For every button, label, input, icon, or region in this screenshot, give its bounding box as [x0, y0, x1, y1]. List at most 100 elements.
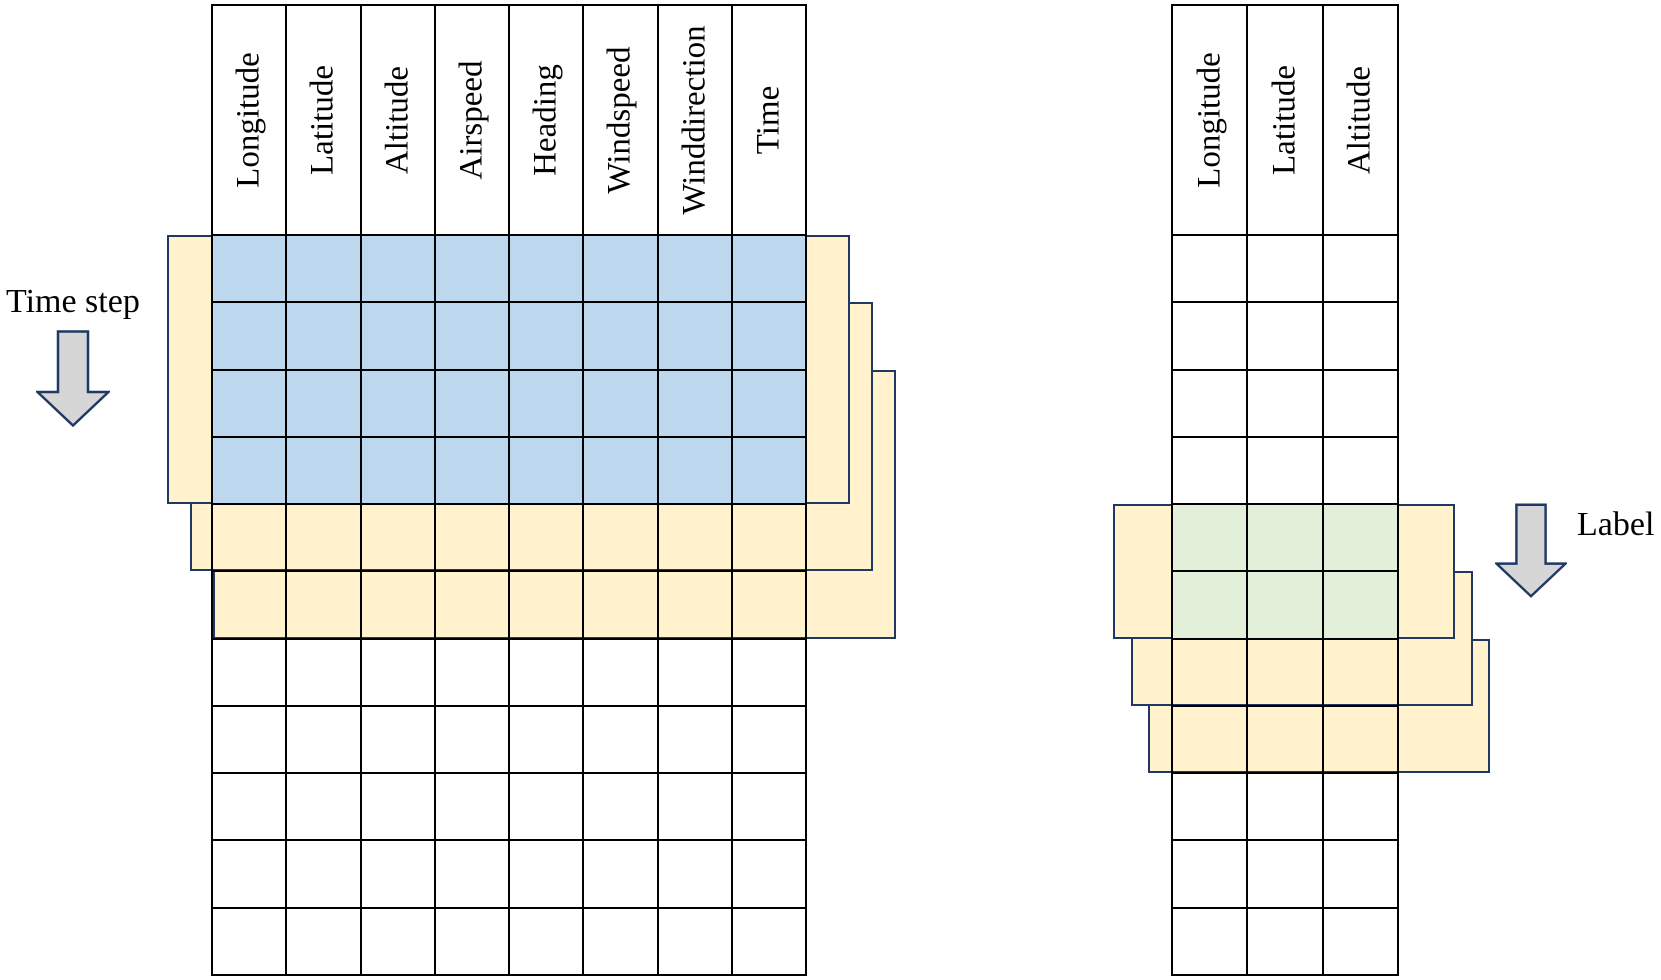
table-cell-plain	[583, 840, 658, 908]
table-cell-input	[434, 369, 509, 437]
table-cell-input	[212, 235, 287, 303]
table-cell-label	[1322, 571, 1398, 639]
table-cell-input	[434, 436, 509, 505]
column-header-longitude: Longitude	[212, 5, 287, 235]
table-cell-frame	[1172, 638, 1248, 706]
table-cell-frame	[1322, 638, 1398, 706]
table-cell-frame	[286, 571, 361, 639]
table-cell-plain	[1172, 436, 1248, 505]
table-cell-plain	[509, 705, 584, 774]
table-cell-frame	[731, 571, 806, 639]
table-cell-input	[583, 235, 658, 303]
table-cell-plain	[657, 840, 732, 908]
table-cell-plain	[1322, 773, 1398, 841]
column-header-airspeed: Airspeed	[434, 5, 509, 235]
table-cell-label	[1172, 571, 1248, 639]
table-cell-plain	[1322, 840, 1398, 908]
column-header-altitude: Altitude	[360, 5, 435, 235]
table-cell-frame	[434, 504, 509, 572]
table-cell-plain	[1247, 235, 1323, 303]
table-cell-input	[583, 369, 658, 437]
table-cell-plain	[731, 907, 806, 975]
table-cell-frame	[1322, 705, 1398, 774]
table-cell-frame	[360, 504, 435, 572]
column-header-heading: Heading	[509, 5, 584, 235]
table-cell-input	[731, 235, 806, 303]
table-cell-plain	[657, 773, 732, 841]
table-cell-plain	[1247, 369, 1323, 437]
column-header-text: Altitude	[1341, 65, 1378, 175]
table-cell-plain	[360, 840, 435, 908]
table-cell-plain	[583, 638, 658, 706]
table-cell-frame	[212, 571, 287, 639]
table-cell-plain	[509, 638, 584, 706]
table-cell-plain	[731, 773, 806, 841]
table-cell-input	[286, 369, 361, 437]
table-cell-input	[657, 369, 732, 437]
table-cell-plain	[509, 773, 584, 841]
table-cell-input	[212, 436, 287, 505]
table-cell-label	[1247, 504, 1323, 572]
table-cell-plain	[657, 907, 732, 975]
table-cell-input	[583, 302, 658, 370]
table-cell-input	[731, 369, 806, 437]
table-cell-plain	[1322, 302, 1398, 370]
table-cell-input	[657, 302, 732, 370]
column-header-text: Longitude	[1191, 52, 1228, 188]
table-cell-input	[360, 436, 435, 505]
time-step-label: Time step	[6, 283, 140, 320]
table-cell-plain	[1172, 369, 1248, 437]
column-header-windspeed: Windspeed	[583, 5, 658, 235]
table-cell-input	[212, 369, 287, 437]
table-cell-input	[509, 302, 584, 370]
table-cell-frame	[1247, 705, 1323, 774]
table-cell-input	[509, 369, 584, 437]
table-cell-input	[212, 302, 287, 370]
time-step-down-arrow-icon	[36, 330, 110, 427]
table-cell-input	[731, 436, 806, 505]
table-cell-frame	[657, 504, 732, 572]
column-header-text: Winddirection	[676, 25, 713, 215]
table-cell-plain	[1172, 235, 1248, 303]
table-cell-plain	[434, 773, 509, 841]
table-cell-input	[583, 436, 658, 505]
table-cell-plain	[1322, 369, 1398, 437]
table-cell-plain	[731, 705, 806, 774]
table-cell-plain	[434, 705, 509, 774]
table-cell-frame	[1172, 705, 1248, 774]
table-cell-plain	[1172, 907, 1248, 975]
column-header-text: Latitude	[304, 65, 341, 175]
table-cell-input	[360, 235, 435, 303]
table-cell-label	[1322, 504, 1398, 572]
table-cell-input	[509, 436, 584, 505]
column-header-time: Time	[731, 5, 806, 235]
table-cell-input	[731, 302, 806, 370]
column-header-winddirection: Winddirection	[657, 5, 732, 235]
table-cell-plain	[1247, 773, 1323, 841]
table-cell-plain	[731, 638, 806, 706]
table-cell-frame	[360, 571, 435, 639]
table-cell-plain	[434, 840, 509, 908]
table-cell-frame	[731, 504, 806, 572]
table-cell-plain	[657, 705, 732, 774]
table-cell-label	[1247, 571, 1323, 639]
table-cell-plain	[212, 773, 287, 841]
table-cell-plain	[1322, 907, 1398, 975]
table-cell-frame	[583, 504, 658, 572]
table-cell-plain	[583, 705, 658, 774]
column-header-longitude: Longitude	[1172, 5, 1248, 235]
table-cell-plain	[1247, 840, 1323, 908]
table-cell-plain	[360, 907, 435, 975]
column-header-latitude: Latitude	[286, 5, 361, 235]
table-cell-input	[434, 235, 509, 303]
label-down-arrow-icon	[1495, 503, 1567, 598]
table-cell-plain	[360, 638, 435, 706]
column-header-text: Time	[750, 85, 787, 155]
column-header-text: Heading	[527, 64, 564, 176]
table-cell-plain	[212, 907, 287, 975]
table-cell-plain	[286, 638, 361, 706]
table-cell-frame	[1247, 638, 1323, 706]
